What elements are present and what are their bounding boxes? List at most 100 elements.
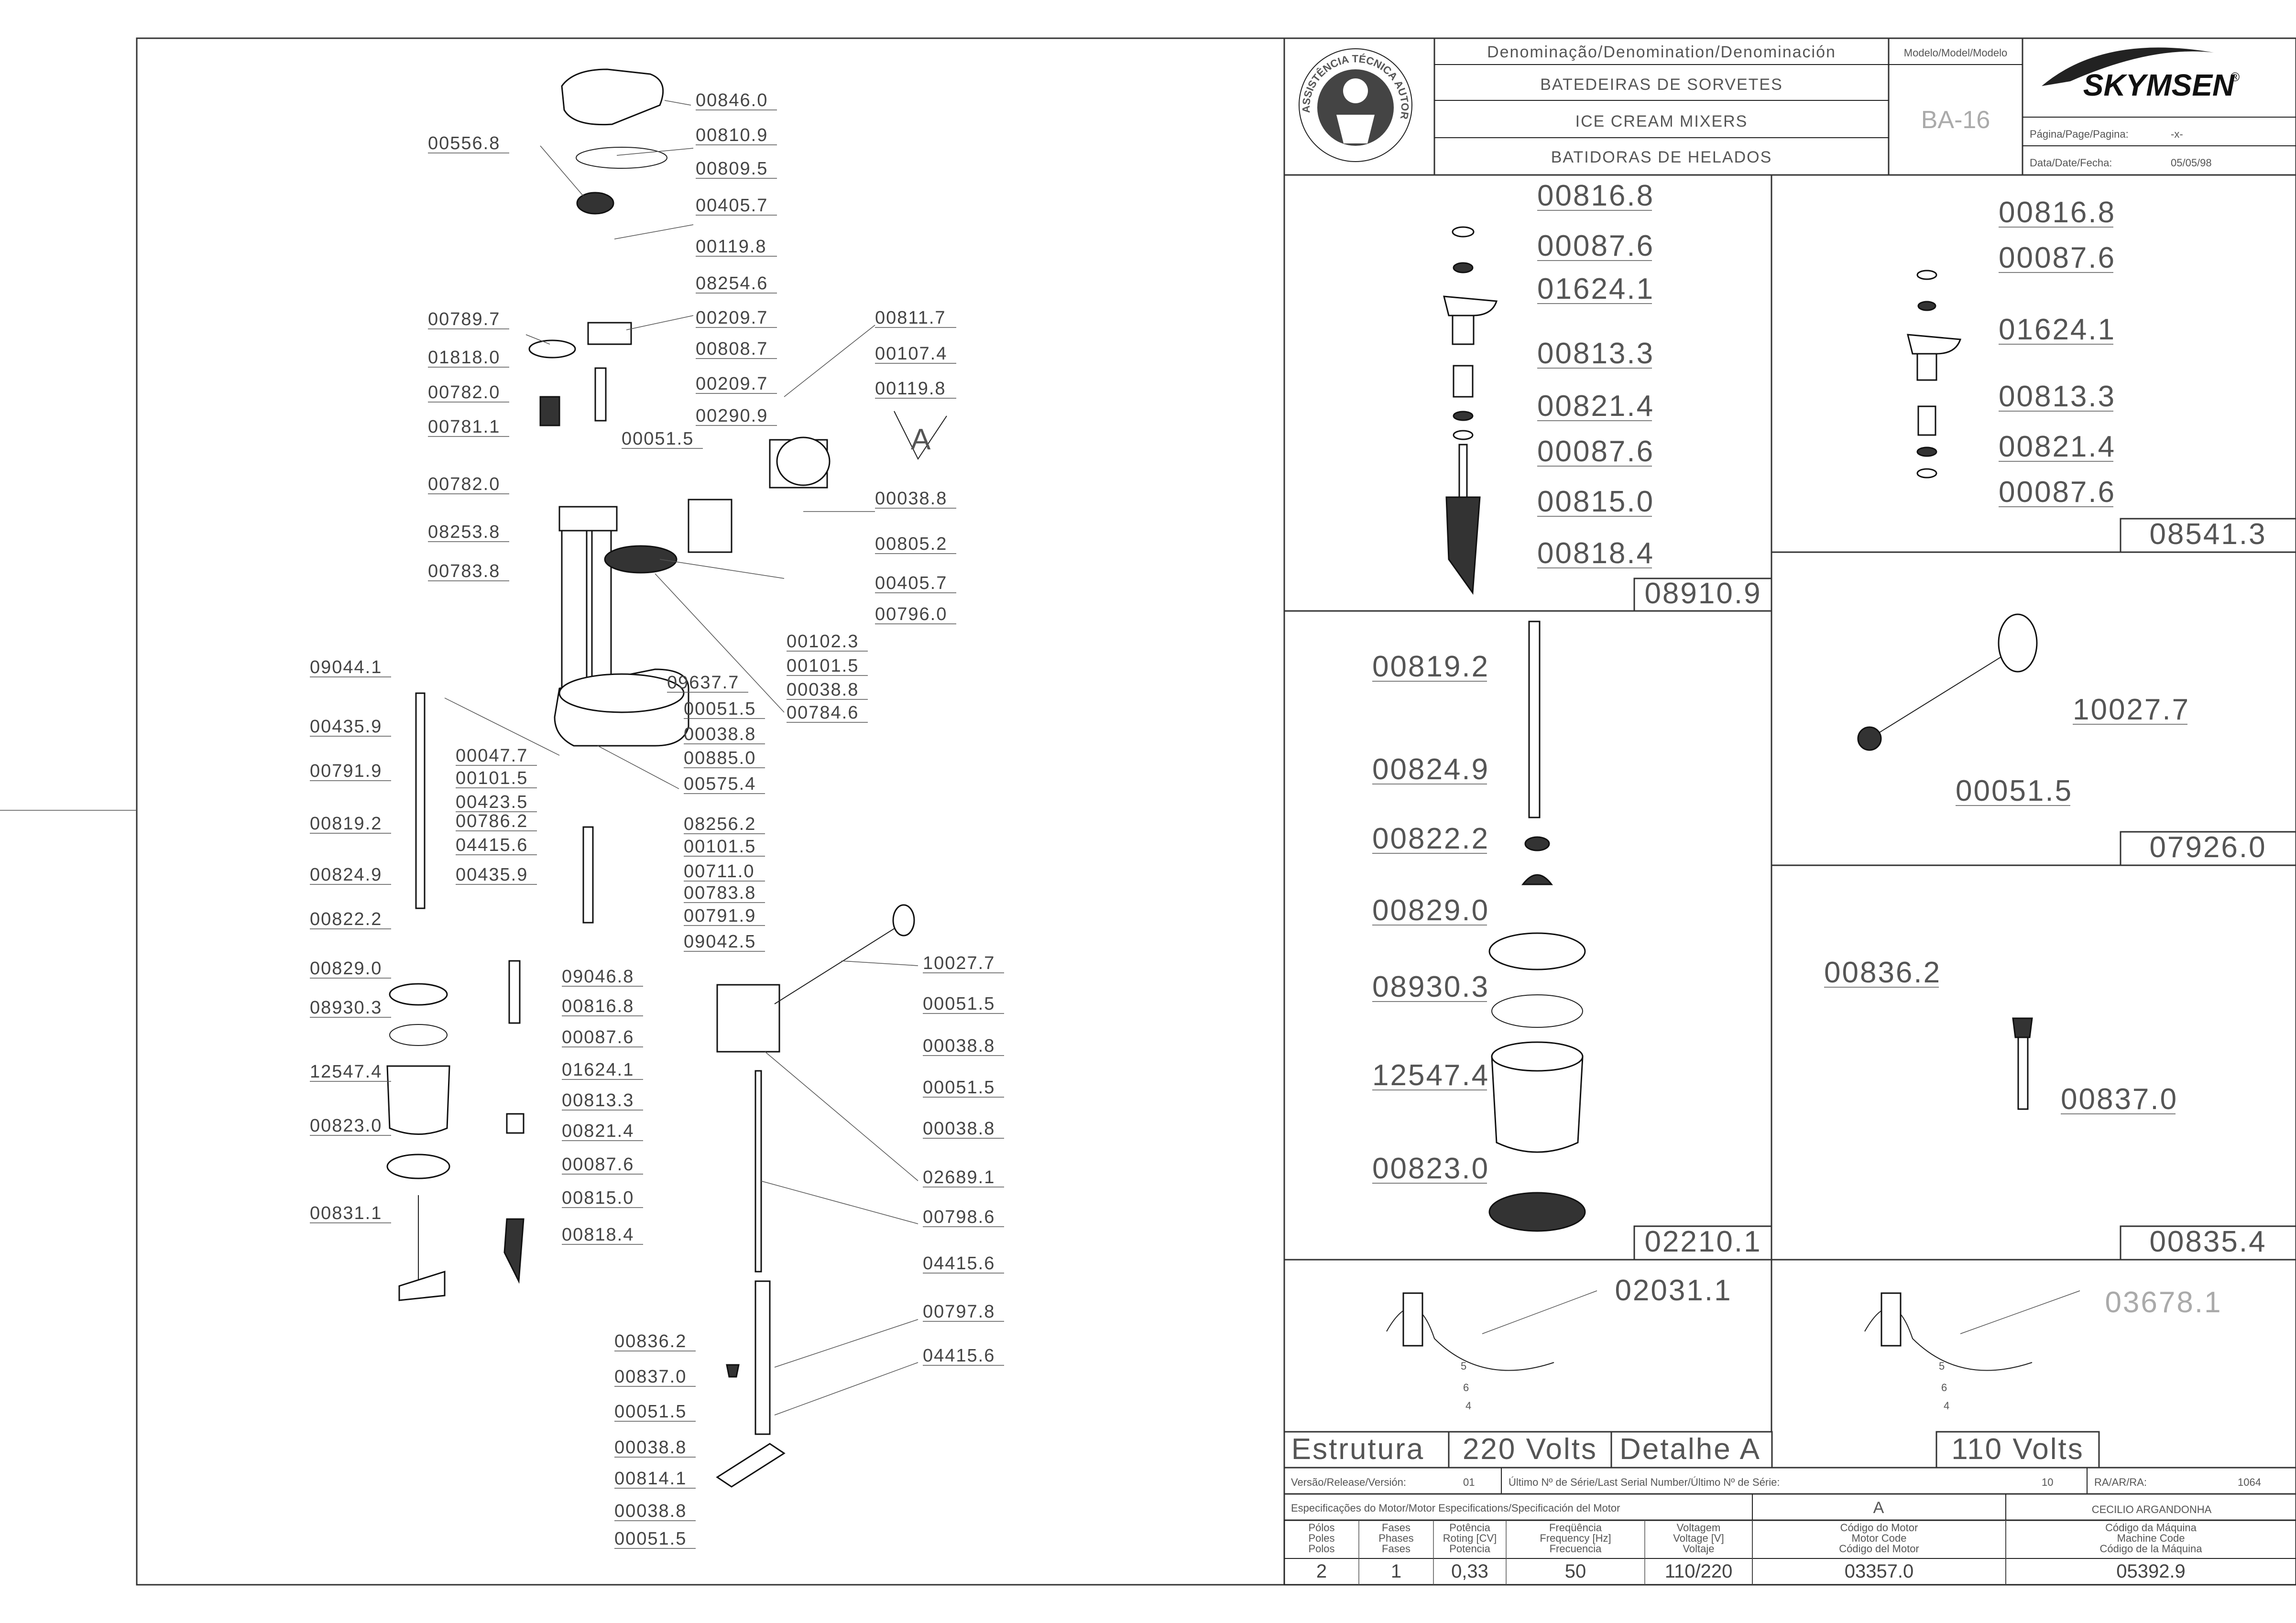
- p1-washer-4: [1453, 430, 1474, 440]
- spec-header: Roting [CV]: [1443, 1532, 1497, 1544]
- callout-label: 00809.5: [696, 159, 768, 179]
- p1-washer-2: [1453, 262, 1474, 273]
- spec-header: Fases: [1382, 1543, 1410, 1555]
- belt-cover: [561, 68, 664, 126]
- p6-wire-6: 6: [1463, 1382, 1469, 1394]
- p4-disc: [1998, 613, 2038, 673]
- p7-wire-6: 6: [1941, 1382, 1947, 1394]
- callout-label: 00556.8: [428, 133, 500, 153]
- code-box-p2: [2120, 518, 2296, 553]
- base-top: [558, 673, 685, 713]
- motor-bracket-00805: [688, 499, 733, 553]
- spec-header: Código da Máquina: [2105, 1522, 2197, 1534]
- p1-callout: 00821.4: [1537, 390, 1654, 423]
- callout-label: 00798.6: [923, 1207, 995, 1227]
- spec-header: Código do Motor: [1840, 1522, 1918, 1534]
- date-label: Data/Date/Fecha:: [2030, 157, 2112, 169]
- spec-header: Código de la Máquina: [2099, 1543, 2202, 1555]
- volts-110: 110 Volts: [1951, 1433, 2084, 1466]
- spec-header: Voltage [V]: [1673, 1532, 1724, 1544]
- callout-label: 00423.5: [456, 792, 528, 812]
- callout-label: 00119.8: [696, 237, 767, 257]
- spec-header: Freqüência: [1549, 1522, 1602, 1534]
- spec-header: Poles: [1308, 1532, 1334, 1544]
- p3-callout: 00822.2: [1372, 822, 1489, 855]
- p6-motor-housing: [1402, 1292, 1423, 1347]
- p5-spring: [2017, 1036, 2029, 1110]
- p4-shaft: [1869, 652, 2009, 739]
- callout-label: 12547.4: [310, 1062, 382, 1082]
- code-box-p5: [2120, 1225, 2296, 1261]
- shaft-00798: [754, 1070, 762, 1273]
- column-top-08253: [558, 506, 618, 532]
- leader: [760, 1180, 918, 1224]
- leader: [616, 148, 694, 156]
- callout-label: 00711.0: [684, 861, 755, 882]
- model-value: BA-16: [1921, 106, 1990, 134]
- callout-label: 00805.2: [875, 534, 947, 554]
- shaft-00808: [594, 367, 607, 422]
- p7-motor-housing: [1881, 1292, 1902, 1347]
- callout-label: 08254.6: [696, 273, 768, 294]
- p1-sleeve: [1452, 315, 1475, 345]
- callout-label: 00209.7: [696, 308, 768, 328]
- shaft-10027: [774, 922, 904, 1004]
- p3-gasket: [1491, 994, 1583, 1028]
- callout-label: 00290.9: [696, 406, 768, 426]
- code-p5: 00835.4: [2149, 1225, 2266, 1258]
- p7-wire-4: 4: [1944, 1400, 1949, 1412]
- spec-value: 110/220: [1665, 1561, 1733, 1582]
- leader: [659, 559, 785, 579]
- callout-label: 08253.8: [428, 522, 500, 542]
- bracket-02689: [716, 984, 780, 1053]
- p2-washer-4: [1916, 468, 1937, 479]
- motor-code-letter: A: [1873, 1499, 1885, 1517]
- p2-callout: 00821.4: [1999, 430, 2116, 463]
- code-p4: 07926.0: [2149, 831, 2266, 864]
- callout-label: 09637.7: [667, 673, 739, 693]
- gear-00784: [604, 545, 678, 574]
- callout-label: 00119.8: [875, 379, 946, 399]
- callout-label: 00815.0: [562, 1188, 634, 1208]
- callout-label: 00829.0: [310, 959, 382, 979]
- callout-label: 04415.6: [923, 1253, 995, 1274]
- callout-label: 00782.0: [428, 382, 500, 403]
- page-label: Página/Page/Pagina:: [2030, 128, 2129, 140]
- volts-220: 220 Volts: [1463, 1433, 1597, 1466]
- spec-header: Polos: [1308, 1543, 1334, 1555]
- p5-callout: 00837.0: [2061, 1083, 2178, 1116]
- callout-label: 00047.7: [456, 746, 528, 766]
- callout-label: 00791.9: [310, 761, 382, 781]
- p3-callout: 00829.0: [1372, 894, 1489, 927]
- callout-label: 00811.7: [875, 308, 946, 328]
- code-box-p4: [2120, 831, 2296, 866]
- p1-callout: 01624.1: [1537, 272, 1654, 305]
- serial-label: Último Nº de Série/Last Serial Number/Úl…: [1509, 1476, 1780, 1488]
- callout-label: 00087.6: [562, 1027, 634, 1047]
- motor-spec-header: Especificações do Motor/Motor Especifica…: [1291, 1502, 1620, 1514]
- callout-label: 01818.0: [428, 348, 500, 368]
- version-value: 01: [1463, 1476, 1475, 1488]
- belt: [576, 147, 667, 169]
- callout-label: 00781.1: [428, 417, 500, 437]
- callout-label: 00784.6: [787, 703, 859, 723]
- p3-cap: [1521, 874, 1553, 885]
- callout-label: 00819.2: [310, 814, 382, 834]
- p1-washer-3: [1453, 411, 1474, 421]
- callout-label: 00786.2: [456, 811, 528, 831]
- p2-washer: [1916, 270, 1937, 280]
- leader: [774, 1319, 918, 1368]
- p2-hub: [1907, 334, 1962, 355]
- spec-header: Phases: [1378, 1532, 1413, 1544]
- p2-callout: 00816.8: [1999, 196, 2116, 229]
- p3-bowl: [1491, 1056, 1584, 1153]
- callout-label: 00038.8: [923, 1036, 995, 1056]
- p6-leader: [1482, 1290, 1597, 1334]
- callout-label: 00813.3: [562, 1090, 634, 1111]
- p6-wire-5: 5: [1461, 1360, 1466, 1372]
- author: CECILIO ARGANDONHA: [2092, 1503, 2212, 1515]
- page-value: -x-: [2171, 128, 2183, 140]
- p1-callout: 00816.8: [1537, 179, 1654, 212]
- code-p2: 08541.3: [2149, 518, 2266, 551]
- leader: [444, 697, 560, 756]
